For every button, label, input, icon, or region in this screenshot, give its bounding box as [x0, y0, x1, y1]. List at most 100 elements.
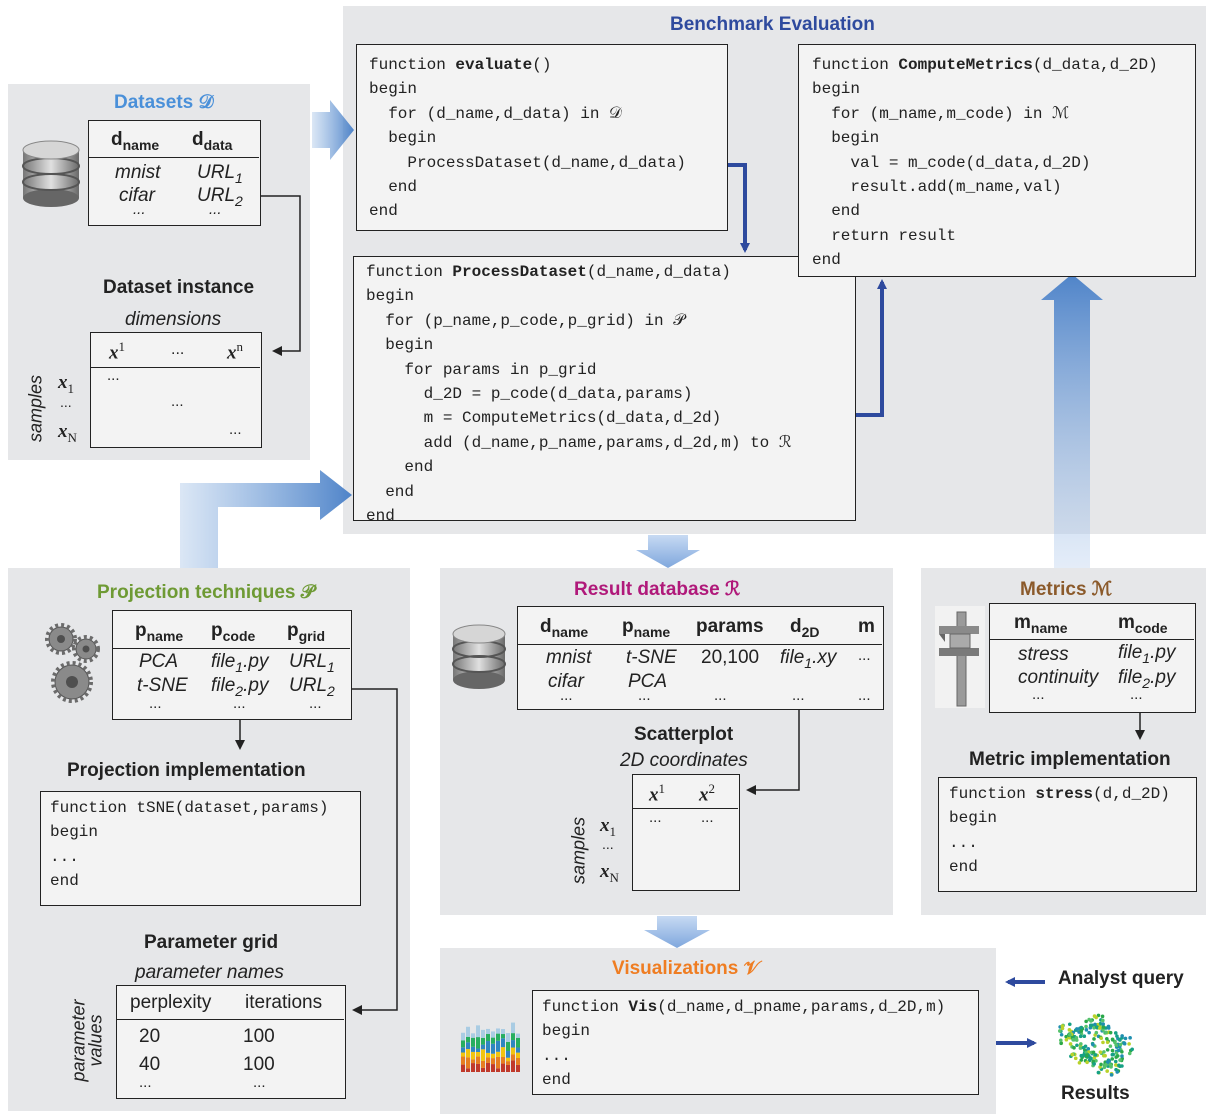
- metric-impl-title: Metric implementation: [969, 749, 1171, 770]
- scatter-dot: [1093, 1022, 1097, 1027]
- bar-segment: [506, 1050, 510, 1058]
- scatter-dot: [1104, 1030, 1108, 1035]
- bar-segment: [471, 1051, 475, 1060]
- scatter-dot: [1093, 1053, 1098, 1057]
- bar-segment: [471, 1046, 475, 1052]
- bar-segment: [516, 1047, 520, 1053]
- instance-ellipsis-b: ...: [171, 393, 184, 410]
- instance-col-x1: x1: [109, 339, 125, 364]
- scatter-dot: [1101, 1028, 1105, 1032]
- metrics-col-name: mname: [1014, 612, 1068, 636]
- metrics-row-continuity: continuity: [1018, 667, 1099, 688]
- grid-row1-perplexity: 20: [139, 1026, 161, 1047]
- scatter-dot: [1075, 1043, 1079, 1048]
- result-row-file: file1.xy: [780, 647, 837, 671]
- bar-segment: [486, 1034, 490, 1042]
- bar-segment: [501, 1038, 505, 1048]
- scatter-dot: [1099, 1062, 1103, 1067]
- bar-segment: [516, 1052, 520, 1058]
- bar-segment: [491, 1064, 495, 1072]
- instance-ellipsis-c: ...: [229, 421, 242, 438]
- metrics-header-rule: [990, 639, 1194, 640]
- stacked-bars-icon: [461, 1022, 520, 1072]
- scatter-dot: [1110, 1057, 1115, 1061]
- scatter-dot: [1120, 1064, 1124, 1068]
- scatterplot-sub: 2D coordinates: [620, 750, 748, 771]
- datasets-row-ellipsis: ...: [60, 394, 72, 410]
- scatter-dot: [1117, 1063, 1121, 1068]
- parameter-grid-title: Parameter grid: [144, 932, 279, 953]
- metrics-row-continuity-code: file2.py: [1118, 667, 1176, 691]
- scatter-dot: [1068, 1042, 1073, 1046]
- scatter-dot: [1120, 1054, 1124, 1058]
- projection-grid-connector: [343, 688, 398, 1015]
- scatter-dot: [1067, 1022, 1072, 1027]
- metrics-ellipsis-1: ...: [1032, 686, 1045, 703]
- result-table: dname pname params d2D m mnist t-SNE 20,…: [517, 606, 884, 710]
- datasets-title: Datasets 𝒟: [114, 92, 214, 113]
- analyst-query-label: Analyst query: [1058, 968, 1184, 989]
- bar-segment: [491, 1043, 495, 1054]
- result-row-pca: PCA: [628, 671, 668, 692]
- bar-segment: [501, 1034, 505, 1039]
- scatter-dot: [1085, 1053, 1089, 1058]
- bar-segment: [496, 1068, 500, 1072]
- scatter-dot: [1079, 1053, 1084, 1058]
- scatter-dot: [1074, 1035, 1079, 1040]
- scatter-dot: [1114, 1043, 1118, 1047]
- grid-col-iterations: iterations: [245, 992, 323, 1013]
- scatter-dot: [1130, 1047, 1134, 1052]
- metrics-title: Metrics ℳ: [1020, 579, 1113, 600]
- scatter-dot: [1091, 1042, 1095, 1047]
- bar-segment: [506, 1061, 510, 1065]
- scatterplot-table: x1 x2 ... ...: [632, 774, 740, 891]
- scatter-dot: [1084, 1019, 1088, 1024]
- bar-segment: [506, 1041, 510, 1051]
- scatter-dot: [1120, 1050, 1124, 1054]
- scatter-dot: [1067, 1028, 1072, 1032]
- process-code: function ProcessDataset(d_name,d_data) b…: [366, 263, 792, 526]
- scatter-dot: [1078, 1034, 1083, 1039]
- vis-code-box: function Vis(d_name,d_pname,params,d_2D,…: [532, 990, 979, 1095]
- bar-segment: [516, 1037, 520, 1048]
- scatter-dot: [1058, 1029, 1062, 1033]
- projection-row-pca: PCA: [139, 651, 179, 672]
- scatter-col-x1: x1: [649, 781, 665, 806]
- bar-segment: [461, 1047, 465, 1053]
- scatter-dot: [1098, 1050, 1103, 1054]
- projection-col-grid: pgrid: [287, 620, 326, 644]
- grid-col-perplexity: perplexity: [130, 992, 212, 1013]
- scatter-dot: [1085, 1060, 1089, 1065]
- result-ellipsis-3: ...: [714, 687, 727, 704]
- scatter-dot: [1128, 1036, 1132, 1040]
- bar-segment: [491, 1058, 495, 1065]
- bar-segment: [476, 1056, 480, 1064]
- bar-segment: [496, 1033, 500, 1041]
- scatter-dot: [1101, 1040, 1105, 1045]
- scatter-ellipsis-1: ...: [649, 809, 662, 826]
- projection-col-code: pcode: [211, 620, 256, 644]
- datasets-row-mnist: mnist: [115, 162, 161, 183]
- grid-ellipsis-1: ...: [139, 1074, 152, 1091]
- scatter-dot: [1110, 1038, 1115, 1042]
- datasets-ellipsis-1: ...: [133, 201, 146, 218]
- result-row-params: 20,100: [701, 647, 760, 668]
- scatter-dot: [1091, 1050, 1096, 1055]
- result-col-pname: pname: [622, 616, 671, 640]
- datasets-col-data: ddata: [192, 129, 233, 153]
- bar-segment: [501, 1029, 505, 1035]
- datasets-row-x1: x1: [58, 372, 74, 396]
- instance-header-rule: [91, 367, 260, 368]
- projection-row-pca-grid: URL1: [289, 651, 335, 675]
- bar-segment: [491, 1031, 495, 1038]
- scatter-dot: [1115, 1034, 1119, 1038]
- scatter-dot: [1115, 1070, 1120, 1074]
- bar-segment: [471, 1059, 475, 1064]
- grid-row2-iterations: 100: [243, 1054, 275, 1075]
- bar-segment: [506, 1033, 510, 1042]
- scatter-dot: [1071, 1037, 1075, 1042]
- projection-impl-box: function tSNE(dataset,params) begin ... …: [40, 791, 361, 906]
- metrics-ellipsis-2: ...: [1130, 686, 1143, 703]
- scatter-dot: [1114, 1051, 1119, 1055]
- result-col-dname: dname: [540, 616, 589, 640]
